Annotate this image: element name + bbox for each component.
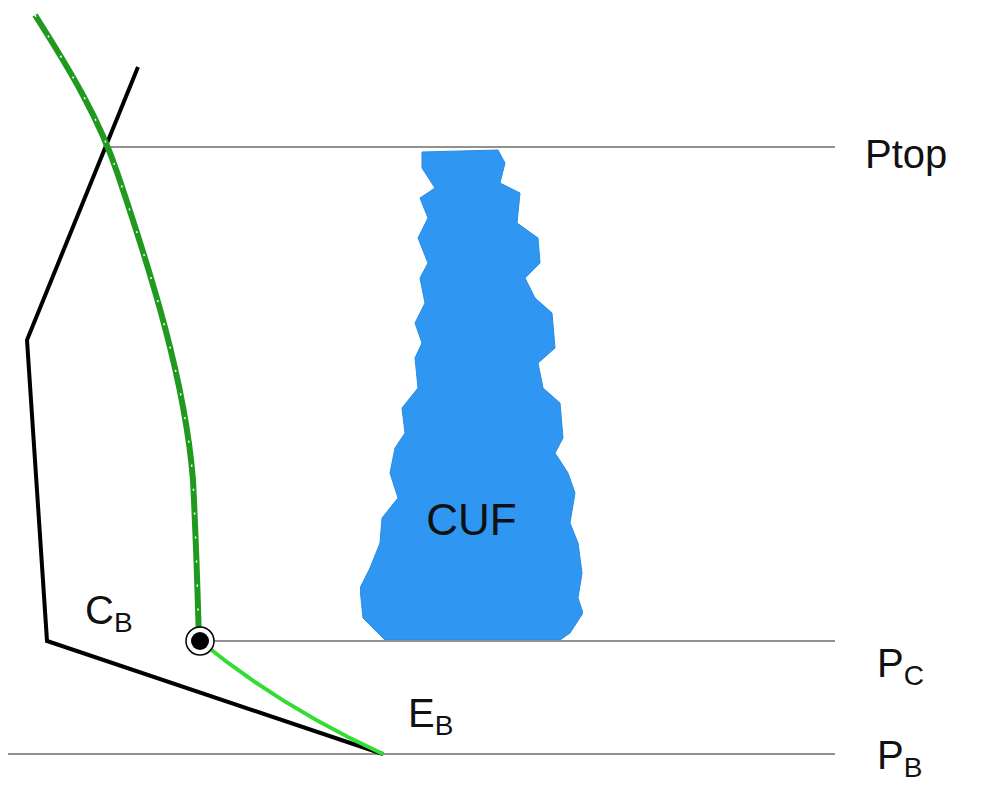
level-label: PB [877, 735, 922, 782]
level-label: EB [408, 693, 453, 740]
updraft-cloud: CUF [360, 148, 583, 640]
cloud-base-ring [186, 627, 214, 655]
parcel-curve-dashes [35, 15, 199, 641]
level-label: PC [877, 643, 924, 690]
level-label: Ptop [865, 134, 947, 174]
dry-adiabat-curve [200, 641, 383, 754]
pressure-level-line [8, 754, 835, 755]
environment-profile [27, 67, 383, 754]
parcel-curve [35, 15, 199, 641]
level-label: CB [85, 590, 133, 637]
cloud-base-dot [191, 632, 209, 650]
cloud-shape [360, 148, 583, 640]
cloud-label: CUF [360, 498, 583, 542]
pressure-level-line [108, 147, 835, 148]
pressure-level-line [210, 641, 835, 642]
